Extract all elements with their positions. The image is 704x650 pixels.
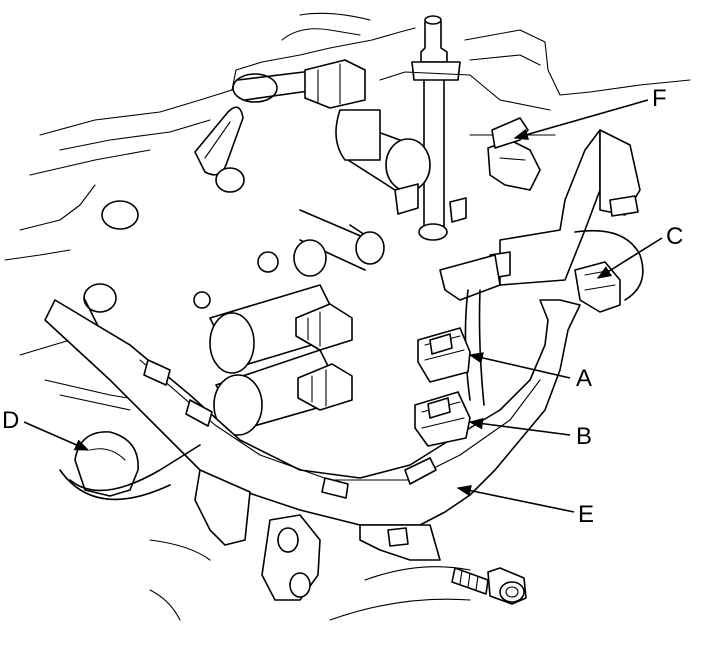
callout-label-f: F [652, 85, 667, 112]
connector-a [417, 327, 471, 383]
callout-label-a: A [576, 365, 592, 392]
connector-b [414, 391, 471, 447]
wire-harness [44, 129, 641, 601]
callout-label-c: C [666, 223, 683, 250]
callout-label-b: B [576, 423, 592, 450]
callout-label-e: E [578, 501, 594, 528]
mounting-bolt [451, 567, 527, 605]
callout-label-d: D [2, 407, 19, 434]
clip-f [491, 117, 529, 149]
engine-background [4, 12, 691, 621]
leader-lines [23, 99, 663, 513]
